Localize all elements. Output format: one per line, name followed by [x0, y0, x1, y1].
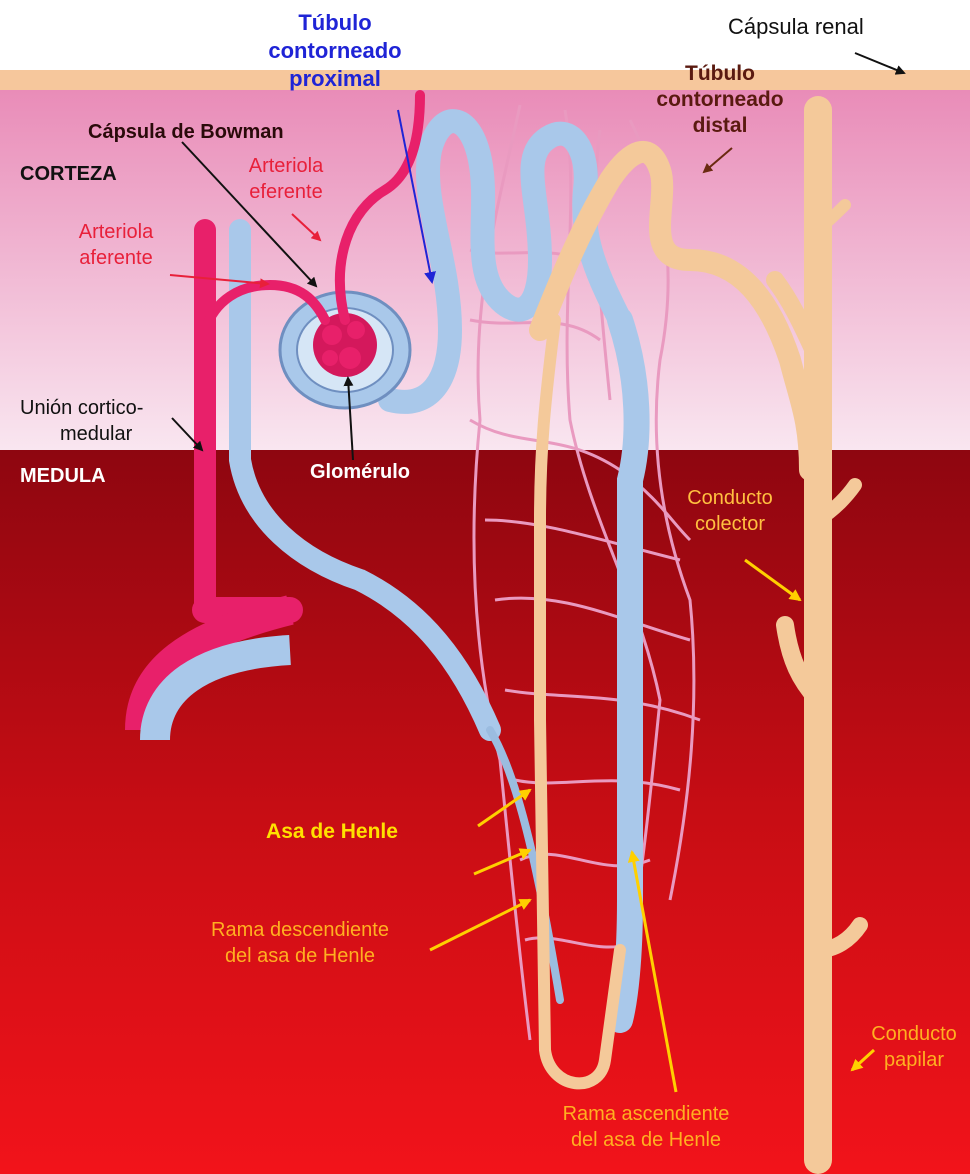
- papillary-duct-label-2: papilar: [884, 1049, 944, 1071]
- distal-tubule-label-3: distal: [693, 114, 748, 137]
- distal-tubule-label-2: contorneado: [656, 88, 783, 111]
- efferent-label-2: eferente: [249, 181, 322, 203]
- efferent-label-1: Arteriola: [249, 155, 324, 177]
- proximal-tubule-label-1: Túbulo: [298, 10, 371, 35]
- bowman-capsule-label: Cápsula de Bowman: [88, 121, 284, 143]
- descending-limb-label-1: Rama descendiente: [211, 919, 389, 941]
- renal-capsule-band: [0, 70, 970, 90]
- afferent-label-1: Arteriola: [79, 221, 154, 243]
- papillary-duct-label-1: Conducto: [871, 1023, 957, 1045]
- collecting-duct-label-2: colector: [695, 513, 765, 535]
- collecting-duct-label-1: Conducto: [687, 487, 773, 509]
- loop-of-henle-label: Asa de Henle: [266, 820, 398, 843]
- ascending-limb-label-2: del asa de Henle: [571, 1129, 721, 1151]
- ascending-limb-label-1: Rama ascendiente: [563, 1103, 730, 1125]
- proximal-tubule-label-3: proximal: [289, 66, 381, 91]
- distal-tubule-label-1: Túbulo: [685, 62, 755, 85]
- medulla-label: MEDULA: [20, 465, 106, 487]
- renal-capsule-label: Cápsula renal: [728, 14, 864, 39]
- proximal-tubule-label-2: contorneado: [268, 38, 401, 63]
- junction-label-2: medular: [60, 423, 133, 445]
- junction-label-1: Unión cortico-: [20, 397, 143, 419]
- glomerulus-label: Glomérulo: [310, 461, 410, 483]
- descending-limb-label-2: del asa de Henle: [225, 945, 375, 967]
- afferent-label-2: aferente: [79, 247, 152, 269]
- cortex-label: CORTEZA: [20, 163, 117, 185]
